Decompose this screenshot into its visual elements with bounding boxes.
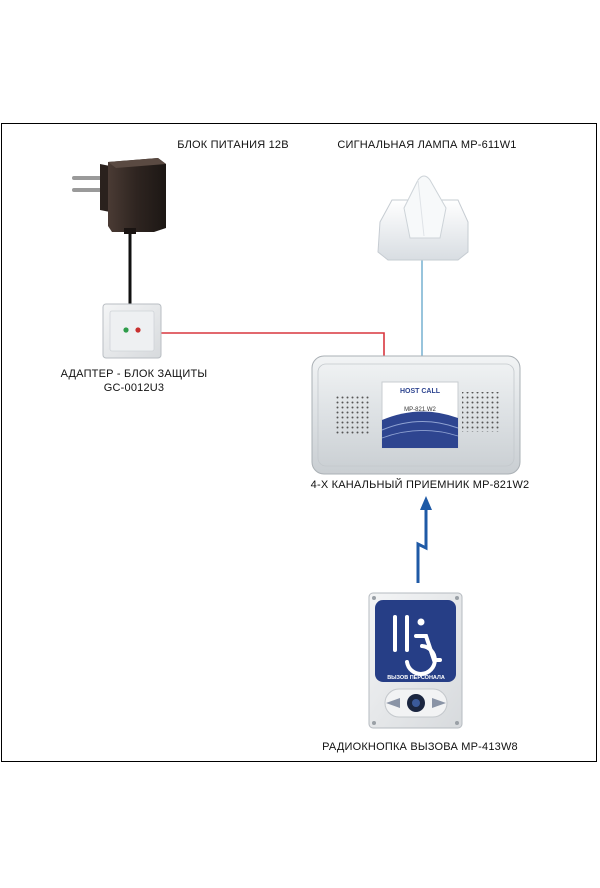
call-button-icon — [368, 592, 463, 729]
adapter-box-icon — [102, 303, 162, 359]
radio-signal-arrow — [416, 496, 432, 583]
adapter-label-line2: GC-0012U3 — [103, 382, 165, 394]
diagram-frame — [1, 123, 597, 762]
signal-lamp-icon — [377, 175, 469, 261]
receiver-icon — [311, 355, 521, 475]
receiver-model-text: MP-821.W2 — [404, 407, 436, 413]
power-supply-icon — [72, 158, 166, 234]
receiver-brand-text: HOST CALL — [400, 388, 441, 395]
call-button-label: РАДИОКНОПКА ВЫЗОВА MP-413W8 — [322, 741, 518, 753]
receiver-label: 4-Х КАНАЛЬНЫЙ ПРИЕМНИК MP-821W2 — [310, 479, 530, 491]
red-power-wire — [161, 332, 385, 358]
adapter-label-line1: АДАПТЕР - БЛОК ЗАЩИТЫ — [60, 368, 208, 380]
power-supply-label: БЛОК ПИТАНИЯ 12В — [177, 139, 289, 151]
signal-lamp-label: СИГНАЛЬНАЯ ЛАМПА MP-611W1 — [337, 139, 517, 151]
call-button-caption: ВЫЗОВ ПЕРСОНАЛА — [387, 675, 445, 681]
